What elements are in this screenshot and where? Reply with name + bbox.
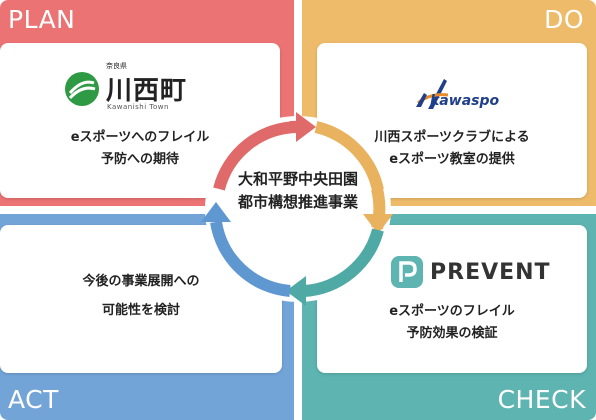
check-card: PREVENT eスポーツのフレイル 予防効果の検証 — [317, 225, 587, 373]
arrow-check-to-act — [303, 228, 384, 297]
act-description: 今後の事業展開への 可能性を検討 — [0, 271, 282, 322]
plan-line-2: 予防への期待 — [100, 152, 179, 167]
center-line-2: 都市構想推進事業 — [237, 193, 358, 211]
kawanishi-prefecture-text: 奈良県 — [106, 62, 127, 70]
check-label: CHECK — [497, 385, 586, 414]
do-line-1: 川西スポーツクラブによる — [374, 130, 530, 145]
kawanishi-roman-text: Kawanishi Town — [107, 103, 169, 111]
act-label: ACT — [8, 385, 59, 414]
plan-description: eスポーツへのフレイル 予防への期待 — [0, 127, 280, 171]
arrow-head-act-plan — [201, 202, 231, 222]
arrow-act-to-plan — [210, 220, 291, 297]
do-card: kawaspo 川西スポーツクラブによる eスポーツ教室の提供 — [317, 43, 587, 198]
act-line-1: 今後の事業展開への — [82, 274, 200, 289]
do-description: 川西スポーツクラブによる eスポーツ教室の提供 — [317, 127, 587, 171]
kawanishi-name-text: 川西町 — [106, 76, 188, 106]
arrow-head-plan-do — [296, 112, 316, 142]
prevent-p-mark-icon — [391, 256, 423, 288]
check-line-2: 予防効果の検証 — [406, 326, 498, 341]
arrow-head-check-act — [286, 276, 306, 306]
prevent-name-text: PREVENT — [430, 260, 551, 285]
check-description: eスポーツのフレイル 予防効果の検証 — [317, 301, 587, 345]
kawaspo-k-mark-icon — [416, 79, 449, 109]
plan-label: PLAN — [8, 5, 76, 34]
kawanishi-town-emblem-icon — [65, 72, 99, 106]
kawaspo-name-text: kawaspo — [430, 93, 500, 109]
cycle-center-disc — [205, 116, 391, 302]
center-line-1: 大和平野中央田園 — [237, 170, 358, 188]
arrow-head-do-check — [363, 214, 393, 234]
do-label: DO — [544, 5, 584, 34]
center-label: 大和平野中央田園 都市構想推進事業 — [198, 168, 398, 214]
kawanishi-town-logo: 奈良県 川西町 Kawanishi Town — [60, 61, 220, 121]
kawaspo-logo: kawaspo — [414, 73, 534, 113]
arrow-plan-to-do — [213, 121, 299, 191]
do-line-2: eスポーツ教室の提供 — [389, 152, 515, 167]
plan-line-1: eスポーツへのフレイル — [70, 130, 210, 145]
act-line-2: 可能性を検討 — [101, 303, 180, 318]
prevent-logo: PREVENT — [390, 255, 550, 291]
check-line-1: eスポーツのフレイル — [389, 304, 515, 319]
